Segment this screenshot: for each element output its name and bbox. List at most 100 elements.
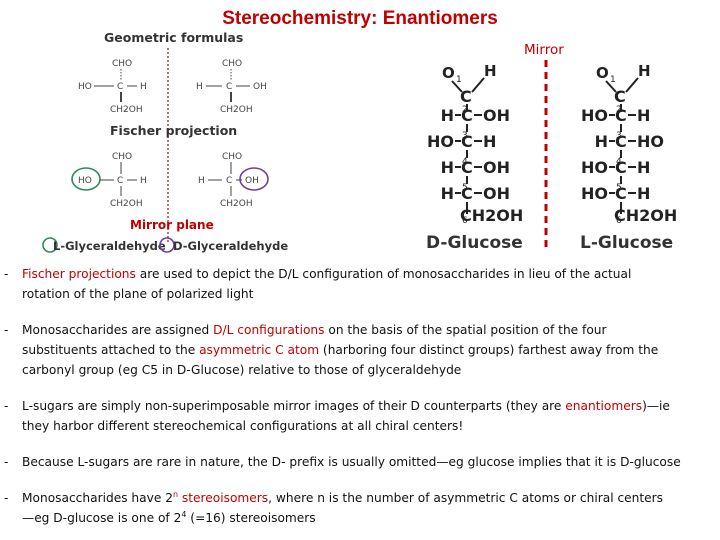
bullet-5: - Monosaccharides have 2n stereoisomers,…	[4, 490, 664, 526]
svg-text:C: C	[615, 158, 627, 177]
fischer-l-glyceraldehyde: CHO HO C H CH2OH	[71, 152, 147, 209]
geometric-l-glyceraldehyde: CHO HO C H CH2OH	[78, 59, 147, 115]
oh-highlight-circle	[239, 167, 269, 191]
svg-text:CH2OH: CH2OH	[220, 105, 253, 115]
fischer-projections-highlight: Fischer projections	[22, 267, 136, 281]
bullet-4-text: Because L-sugars are rare in nature, the…	[22, 455, 681, 469]
bullet-1-text: are used to depict the D/L configuration…	[135, 267, 632, 281]
svg-text:C: C	[461, 158, 473, 177]
svg-text:OH: OH	[483, 106, 510, 125]
bullet-3-text: L-sugars are simply non-superimposable m…	[22, 399, 566, 413]
svg-text:C: C	[461, 132, 473, 151]
svg-text:HO: HO	[78, 176, 92, 186]
d-purple-marker	[159, 237, 175, 253]
svg-text:H: H	[441, 184, 454, 203]
svg-text:OH: OH	[483, 158, 510, 177]
svg-text:C: C	[117, 82, 123, 92]
svg-text:4: 4	[462, 157, 468, 167]
svg-text:O: O	[442, 64, 455, 82]
svg-text:C: C	[460, 87, 472, 106]
stereoisomers-highlight: stereoisomers	[178, 491, 269, 505]
geometric-d-glyceraldehyde: CHO H C OH CH2OH	[196, 59, 267, 115]
svg-text:1: 1	[610, 75, 616, 85]
bullet-5-text-2: —eg D-glucose is one of 2	[22, 511, 182, 525]
exponent-4: 4	[181, 510, 187, 519]
svg-text:C: C	[614, 87, 626, 106]
svg-text:HO: HO	[581, 184, 608, 203]
svg-text:2: 2	[462, 105, 468, 115]
bullet-2-text-3: carbonyl group (eg C5 in D-Glucose) rela…	[22, 363, 462, 377]
bullet-2-text-b: on the basis of the spatial position of …	[324, 323, 607, 337]
l-green-marker	[42, 237, 58, 253]
svg-text:CHO: CHO	[112, 59, 132, 69]
svg-text:CHO: CHO	[222, 59, 242, 69]
mirror-plane-label: Mirror plane	[130, 218, 214, 232]
svg-text:H: H	[441, 158, 454, 177]
svg-text:H: H	[484, 62, 497, 80]
bullet-3-text-b: )—ie	[642, 399, 670, 413]
svg-text:H: H	[140, 82, 147, 92]
svg-text:H: H	[637, 106, 650, 125]
bullet-3: - L-sugars are simply non-superimposable…	[4, 396, 718, 436]
ho-highlight-circle	[71, 167, 101, 191]
svg-text:1: 1	[456, 75, 462, 85]
svg-text:HO: HO	[78, 82, 92, 92]
exponent-n: n	[172, 490, 179, 499]
svg-text:O: O	[596, 64, 609, 82]
svg-text:H: H	[638, 62, 651, 80]
svg-text:6: 6	[616, 216, 622, 226]
svg-text:HO: HO	[637, 132, 664, 151]
svg-text:C: C	[615, 132, 627, 151]
bullet-2-text-2: substituents attached to the	[22, 343, 200, 357]
d-glyceraldehyde-label: D-Glyceraldehyde	[173, 239, 288, 253]
svg-text:C: C	[226, 176, 232, 186]
bullet-4: - Because L-sugars are rare in nature, t…	[4, 452, 718, 472]
svg-text:2: 2	[616, 105, 622, 115]
svg-text:5: 5	[462, 183, 468, 193]
svg-text:3: 3	[462, 131, 468, 141]
bullet-2-text-2b: (harboring four distinct groups) farthes…	[319, 343, 659, 357]
l-glucose-label: L-Glucose	[580, 233, 673, 253]
svg-text:4: 4	[616, 157, 622, 167]
bullet-list: - Fischer projections are used to depict…	[4, 264, 718, 528]
svg-text:H: H	[637, 158, 650, 177]
svg-text:H: H	[140, 176, 147, 186]
svg-text:C: C	[615, 106, 627, 125]
slide-title: Stereochemistry: Enantiomers	[222, 8, 498, 29]
d-glucose-label: D-Glucose	[426, 233, 523, 253]
l-glyceraldehyde-label: L-Glyceraldehyde	[53, 239, 166, 253]
svg-text:6: 6	[462, 216, 468, 226]
bullet-1: - Fischer projections are used to depict…	[4, 264, 718, 304]
geometric-header: Geometric formulas	[104, 30, 243, 45]
svg-text:C: C	[226, 82, 232, 92]
svg-text:CHO: CHO	[222, 152, 242, 162]
bullet-2: - Monosaccharides are assigned D/L confi…	[4, 320, 718, 380]
svg-text:HO: HO	[427, 132, 454, 151]
svg-text:C: C	[615, 184, 627, 203]
svg-text:CHO: CHO	[112, 152, 132, 162]
svg-text:C: C	[117, 176, 123, 186]
svg-text:CH2OH: CH2OH	[220, 199, 253, 209]
svg-text:CH2OH: CH2OH	[460, 206, 523, 225]
svg-text:H: H	[483, 132, 496, 151]
asymmetric-c-highlight: asymmetric C atom	[199, 343, 320, 357]
svg-text:H: H	[637, 184, 650, 203]
bullet-5-text-2b: (=16) stereoisomers	[186, 511, 316, 525]
fischer-header: Fischer projection	[110, 123, 237, 138]
svg-text:H: H	[595, 132, 608, 151]
svg-text:CH2OH: CH2OH	[110, 105, 143, 115]
bullet-5-text-c: , where n is the number of asymmetric C …	[268, 491, 664, 505]
bullet-3-text-2: they harbor different stereochemical con…	[22, 419, 464, 433]
dl-configurations-highlight: D/L configurations	[213, 323, 325, 337]
bullet-5-text: Monosaccharides have 2	[22, 491, 173, 505]
bullet-2-text: Monosaccharides are assigned	[22, 323, 214, 337]
